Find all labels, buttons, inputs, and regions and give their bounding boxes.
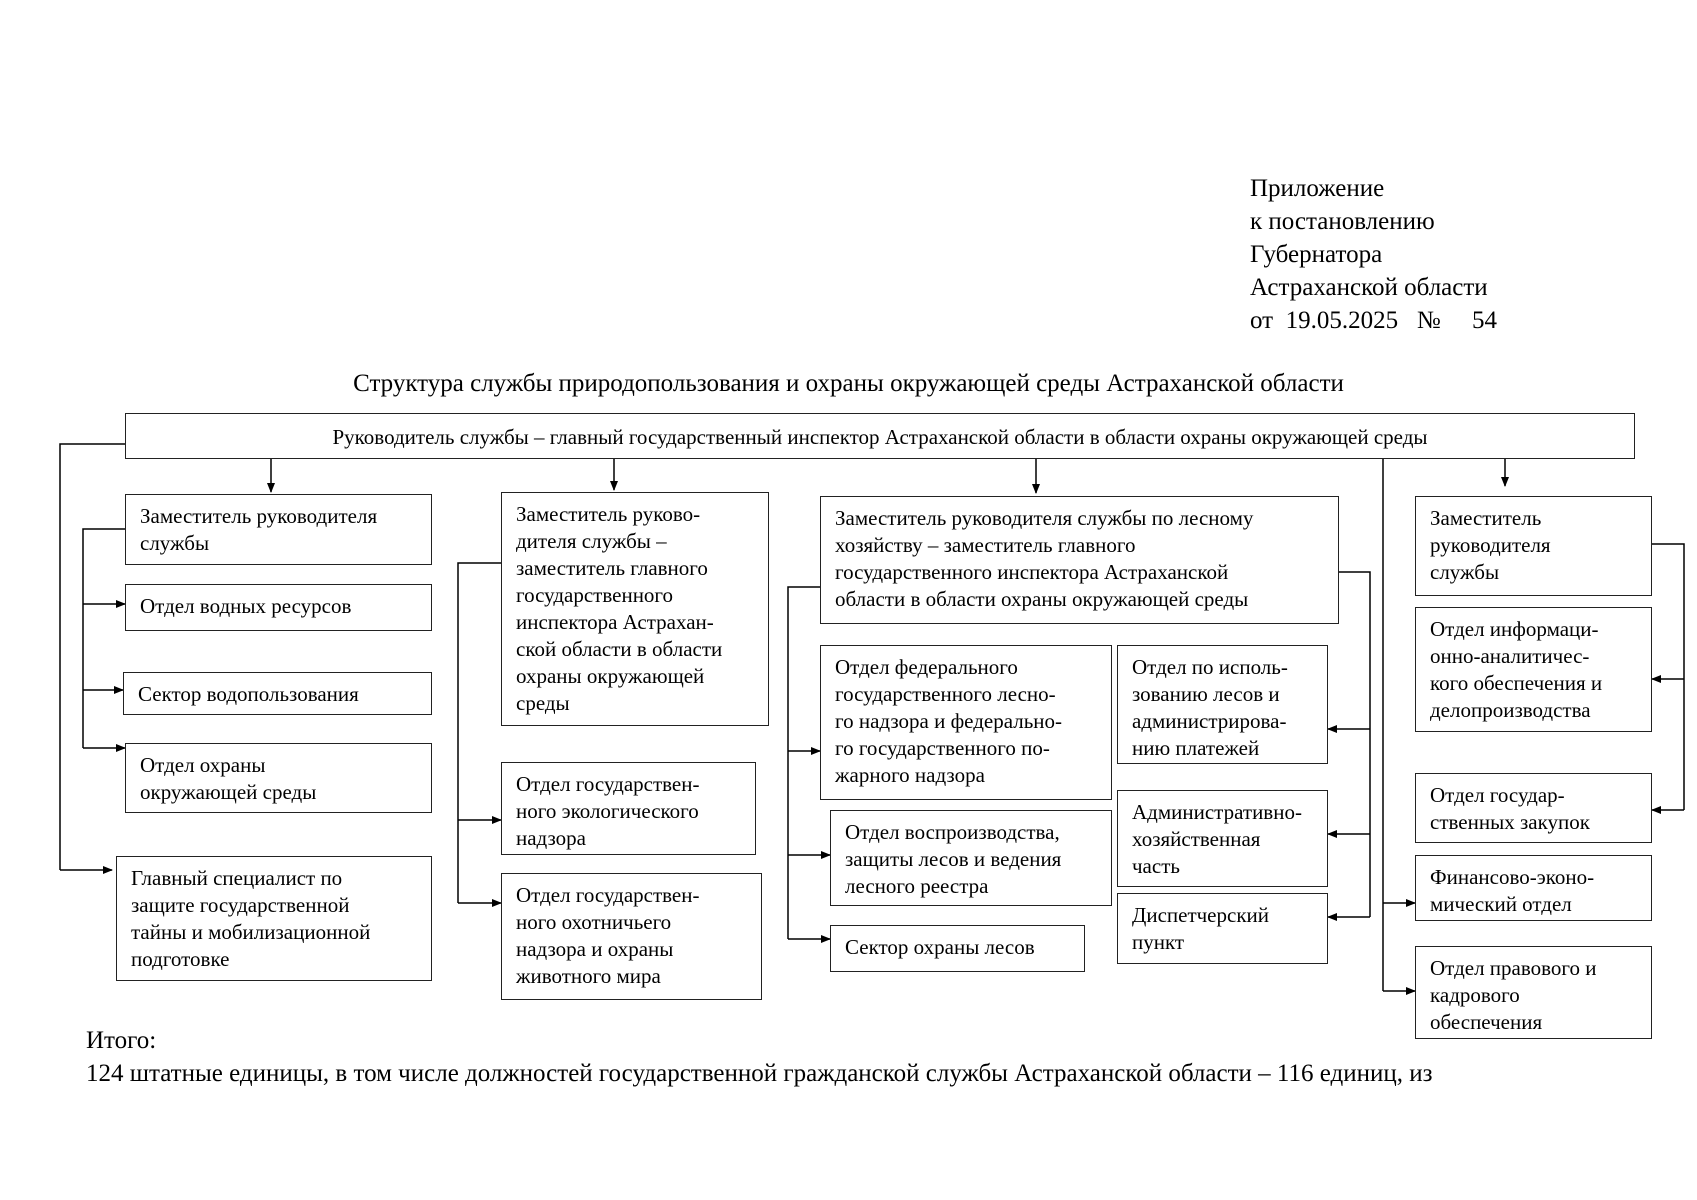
finance-box: Финансово-эконо- мический отдел (1415, 855, 1652, 921)
forest-left-bracket (787, 586, 820, 939)
head-left-bracket (59, 443, 125, 870)
deputy3-bracket (1652, 543, 1685, 810)
total-label: Итого: (86, 1027, 157, 1054)
forest-fire-supervision-box: Отдел федерального государственного лесн… (820, 645, 1112, 800)
forest-right-bracket (1339, 571, 1371, 917)
annex-block: Приложение к постановлению Губернатора А… (1250, 172, 1497, 337)
deputy1-bracket (82, 528, 125, 748)
head-box: Руководитель службы – главный государств… (125, 413, 1635, 459)
deputy3-box: Заместитель руководителя службы (1415, 496, 1652, 596)
deputy1-box: Заместитель руководителя службы (125, 494, 432, 565)
secrecy-specialist-box: Главный специалист по защите государстве… (116, 856, 432, 981)
annex-line: Губернатора (1250, 241, 1383, 268)
env-dept-box: Отдел охраны окружающей среды (125, 743, 432, 813)
dispatch-box: Диспетчерский пункт (1117, 893, 1328, 964)
water-dept-box: Отдел водных ресурсов (125, 584, 432, 631)
hunting-supervision-box: Отдел государствен- ного охотничьего над… (501, 873, 762, 1000)
structure-title: Структура службы природопользования и ох… (353, 370, 1344, 397)
reproduction-box: Отдел воспроизводства, защиты лесов и ве… (830, 810, 1112, 906)
admin-part-box: Административно- хозяйственная часть (1117, 790, 1328, 887)
annex-line: Приложение (1250, 175, 1385, 202)
procurement-box: Отдел государ- ственных закупок (1415, 773, 1652, 843)
annex-line: Астраханской области (1250, 274, 1488, 301)
connector-group (59, 443, 1685, 995)
forest-protect-box: Сектор охраны лесов (830, 925, 1085, 972)
deputy2-bracket (457, 562, 501, 903)
annex-line: к постановлению (1250, 208, 1435, 235)
eco-supervision-box: Отдел государствен- ного экологического … (501, 762, 756, 855)
legal-box: Отдел правового и кадрового обеспечения (1415, 946, 1652, 1039)
deputy-forest-box: Заместитель руководителя службы по лесно… (820, 496, 1339, 624)
water-use-box: Сектор водопользования (123, 672, 432, 715)
deputy2-box: Заместитель руково- дителя службы – заме… (501, 492, 769, 726)
forest-use-box: Отдел по исполь- зованию лесов и админис… (1117, 645, 1328, 764)
total-text: 124 штатные единицы, в том числе должнос… (86, 1060, 1433, 1087)
annex-line: от 19.05.2025 № 54 (1250, 307, 1497, 334)
info-dept-box: Отдел информаци- онно-аналитичес- кого о… (1415, 607, 1652, 732)
